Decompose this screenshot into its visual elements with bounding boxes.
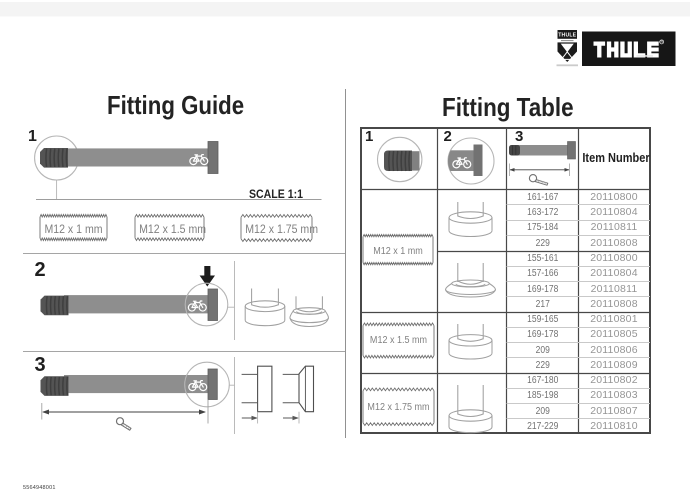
svg-text:R: R	[660, 40, 663, 44]
svg-text:THULE: THULE	[558, 32, 576, 38]
